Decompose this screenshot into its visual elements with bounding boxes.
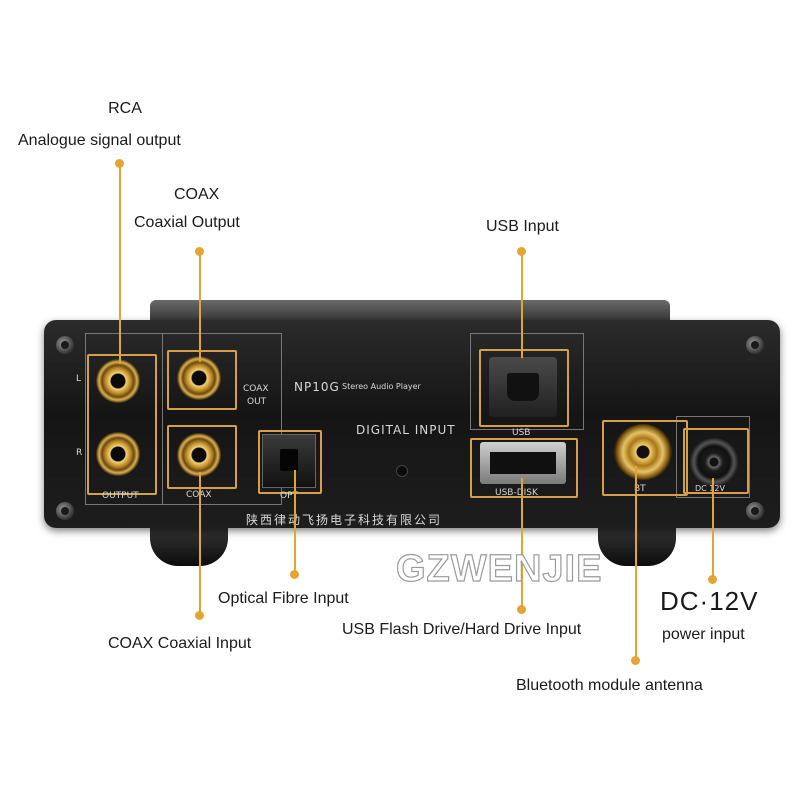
usb-input-label: USB Input	[486, 218, 559, 235]
screw-top-left	[56, 336, 74, 354]
usb-flash-leader-dot	[517, 605, 526, 614]
opt-label: OPT	[280, 491, 299, 501]
optical-input-label: Optical Fibre Input	[218, 590, 349, 607]
coax-in-leader-dot	[195, 611, 204, 620]
dc-leader-line	[712, 478, 714, 580]
screw-top-right	[746, 336, 764, 354]
dc-highlight	[683, 428, 749, 494]
bt-highlight	[602, 420, 688, 496]
company-name: 陕西律动飞扬电子科技有限公司	[246, 513, 443, 527]
rca-left-jack	[96, 359, 140, 403]
coax-input-label: COAX Coaxial Input	[108, 635, 252, 652]
coax-out-highlight	[167, 350, 237, 410]
screw-bottom-left	[56, 502, 74, 520]
indicator-led	[396, 465, 408, 477]
left-channel-label: L	[76, 374, 82, 384]
coax-out-jack	[177, 356, 221, 400]
usb-label: USB	[512, 428, 531, 438]
coax-out-leader-dot	[195, 247, 204, 256]
optical-port	[262, 434, 316, 488]
bluetooth-antenna-label: Bluetooth module antenna	[516, 677, 703, 694]
rca-leader-dot	[115, 159, 124, 168]
model-label: NP10G	[294, 380, 340, 394]
digital-input-label: DIGITAL INPUT	[356, 423, 456, 437]
bt-label: BT	[634, 484, 646, 494]
rca-leader-line	[119, 162, 121, 364]
dc-power-description: power input	[662, 626, 745, 643]
model-subtitle: Stereo Audio Player	[342, 382, 421, 391]
dc-12v-panel-label: DC 12V	[695, 484, 725, 493]
coax-frame	[162, 333, 282, 505]
coax-output-description: Coaxial Output	[134, 214, 240, 231]
coax-out-leader-line	[199, 250, 201, 362]
coax-output-title: COAX	[174, 186, 220, 203]
dc-power-jack	[690, 438, 738, 486]
dc-leader-dot	[708, 575, 717, 584]
bluetooth-leader-line	[635, 466, 637, 660]
optical-leader-dot	[290, 570, 299, 579]
usb-disk-label: USB-DISK	[495, 488, 538, 498]
rca-right-jack	[96, 432, 140, 476]
right-channel-label: R	[76, 448, 83, 458]
rca-title: RCA	[108, 100, 142, 117]
usb-b-highlight	[479, 349, 569, 427]
usb-flash-label: USB Flash Drive/Hard Drive Input	[342, 621, 582, 638]
usb-b-port	[489, 357, 557, 417]
usb-flash-leader-line	[521, 478, 523, 610]
dc-12v-title: DC·12V	[660, 586, 759, 616]
rear-panel	[44, 320, 780, 528]
coax-in-jack	[177, 433, 221, 477]
usb-a-port	[480, 442, 566, 484]
optical-highlight	[258, 430, 322, 494]
coax-in-highlight	[167, 425, 237, 489]
bt-antenna-connector	[614, 424, 672, 480]
coax-label: COAX	[186, 490, 212, 500]
coax-out-label-line2: OUT	[247, 397, 267, 407]
output-label: OUTPUT	[102, 491, 139, 501]
usb-frame	[470, 333, 584, 430]
screw-bottom-right	[746, 502, 764, 520]
optical-leader-line	[294, 470, 296, 574]
rca-description: Analogue signal output	[18, 132, 181, 149]
coax-out-label-line1: COAX	[243, 384, 269, 394]
bluetooth-leader-dot	[631, 656, 640, 665]
watermark: GZWENJIE	[395, 547, 603, 590]
coax-in-leader-line	[199, 472, 201, 616]
usb-input-leader-dot	[517, 247, 526, 256]
rca-highlight	[87, 354, 157, 495]
usb-a-highlight	[470, 438, 578, 498]
usb-input-leader-line	[521, 250, 523, 358]
